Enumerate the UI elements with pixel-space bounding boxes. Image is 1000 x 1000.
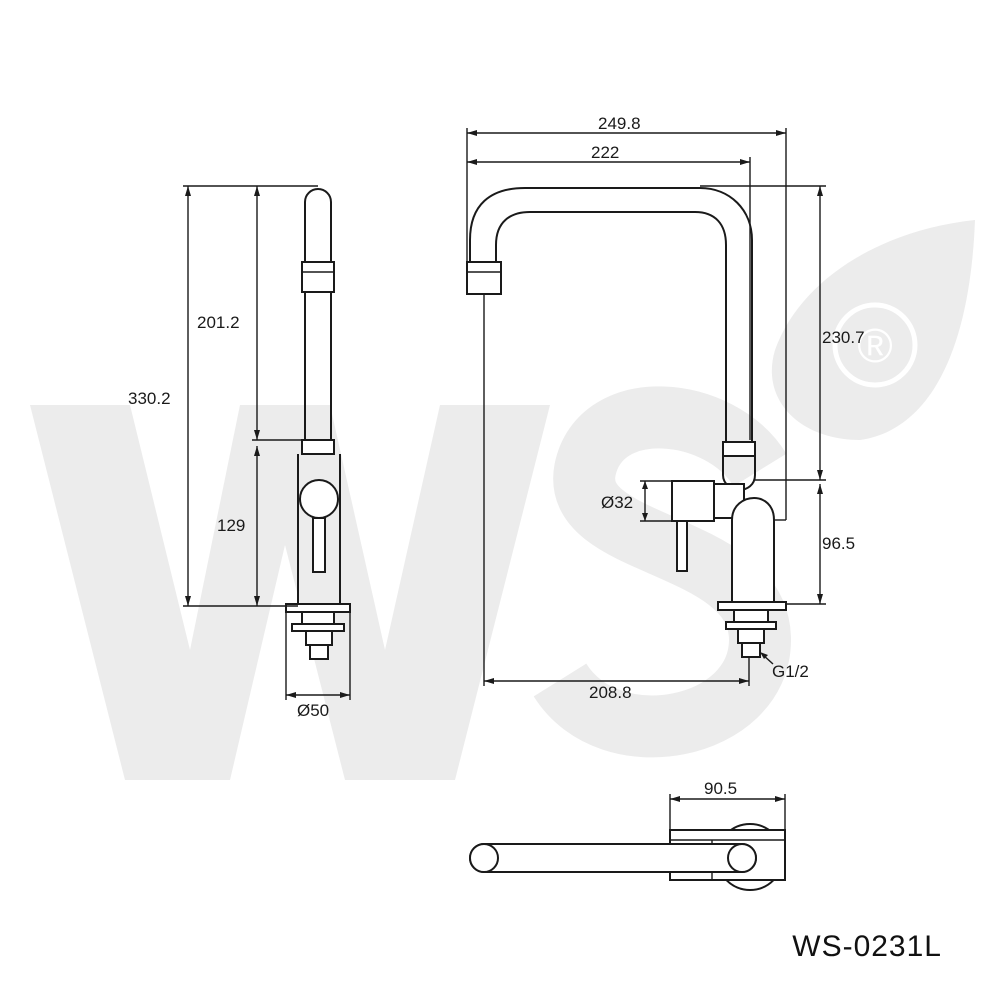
side-washer — [291, 623, 345, 632]
front-stud — [737, 628, 765, 644]
front-nut — [733, 609, 769, 623]
top-view: 90.5 — [469, 779, 786, 891]
watermark-registered-mark: ® — [857, 320, 892, 373]
top-spout-end — [469, 843, 499, 873]
dim-side-total — [183, 185, 318, 607]
front-base-plate — [717, 601, 787, 611]
side-handle-lever — [312, 517, 326, 573]
dim-label-side-total: 330.2 — [128, 389, 171, 408]
side-handle-knob — [299, 479, 339, 519]
top-spout-joint — [727, 843, 757, 873]
dim-label-side-base: Ø50 — [297, 701, 329, 720]
dim-front-lower-height — [786, 484, 826, 605]
watermark-logo: ® — [30, 220, 975, 780]
front-aerator — [466, 261, 502, 295]
watermark-registered-circle — [832, 302, 918, 388]
dim-front-spout-width — [467, 157, 751, 440]
dim-front-total-width — [466, 128, 787, 521]
dim-side-lower — [254, 446, 260, 606]
front-handle-lever — [676, 520, 688, 572]
side-collar — [301, 439, 335, 455]
watermark-letter-s — [533, 386, 792, 758]
dim-front-handle-diameter — [640, 480, 672, 522]
dim-front-upper-height — [700, 185, 826, 481]
dim-label-front-thread: G1/2 — [772, 662, 809, 681]
watermark-letter-w — [30, 405, 550, 780]
front-spout-outer — [469, 187, 753, 442]
side-spout-ring — [301, 261, 335, 293]
front-view: 249.8 222 230.7 96.5 Ø — [466, 114, 865, 702]
dim-label-front-total-width: 249.8 — [598, 114, 641, 133]
front-body-lower — [731, 496, 775, 603]
dim-label-front-handle-diameter: Ø32 — [601, 493, 633, 512]
dim-label-top-width: 90.5 — [704, 779, 737, 798]
model-code: WS-0231L — [792, 930, 942, 963]
dim-label-front-lower-height: 96.5 — [822, 534, 855, 553]
dim-label-side-lower: 129 — [217, 516, 245, 535]
dim-side-base — [285, 612, 351, 700]
dim-label-front-reach: 208.8 — [589, 683, 632, 702]
dim-top-width — [669, 794, 786, 830]
watermark-leaf — [771, 220, 975, 440]
dim-front-thread — [760, 652, 774, 665]
front-thread — [741, 642, 761, 658]
front-handle-cylinder — [671, 480, 715, 522]
dim-front-reach — [483, 294, 750, 686]
top-spout-tube — [469, 843, 757, 873]
dim-label-front-spout-width: 222 — [591, 143, 619, 162]
dim-label-front-upper-height: 230.7 — [822, 328, 865, 347]
front-collar — [722, 441, 756, 457]
dim-label-side-upper: 201.2 — [197, 313, 240, 332]
side-stud — [305, 630, 333, 646]
side-nut — [301, 611, 335, 625]
dim-side-upper — [252, 186, 305, 441]
side-thread — [309, 644, 329, 660]
side-base-plate — [285, 603, 351, 613]
front-spout-inner — [495, 211, 727, 442]
side-spout-tube — [304, 188, 332, 440]
front-washer — [725, 621, 777, 630]
side-view: 330.2 201.2 129 Ø50 — [128, 185, 351, 720]
